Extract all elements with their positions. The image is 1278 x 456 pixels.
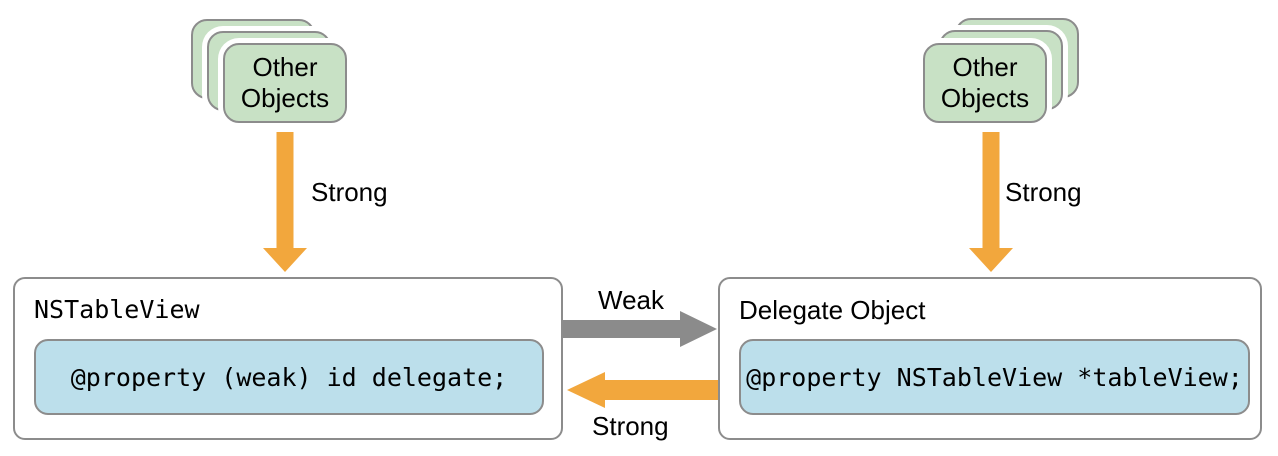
weak-label: Weak <box>598 285 664 315</box>
other-objects-stack-left: Other Objects <box>191 19 352 128</box>
strong-label-left: Strong <box>311 177 388 207</box>
delegate-object-title: Delegate Object <box>739 295 926 325</box>
strong-arrow-down-left-icon <box>263 132 307 272</box>
strong-arrow-down-right-icon <box>969 132 1013 272</box>
nstableview-title: NSTableView <box>34 295 200 324</box>
delegate-property-chip: @property (weak) id delegate; <box>34 339 544 415</box>
strong-back-label: Strong <box>592 411 669 441</box>
stacked-card-front: Other Objects <box>923 43 1047 123</box>
stacked-card-front: Other Objects <box>223 43 347 123</box>
weak-arrow-right-icon <box>563 311 717 347</box>
tableview-property-chip: @property NSTableView *tableView; <box>739 339 1250 415</box>
strong-label-right: Strong <box>1005 177 1082 207</box>
strong-arrow-left-icon <box>567 372 718 408</box>
other-objects-stack-right: Other Objects <box>923 18 1087 130</box>
delegate-object-node: Delegate Object @property NSTableView *t… <box>718 277 1262 440</box>
nstableview-node: NSTableView @property (weak) id delegate… <box>13 277 563 440</box>
